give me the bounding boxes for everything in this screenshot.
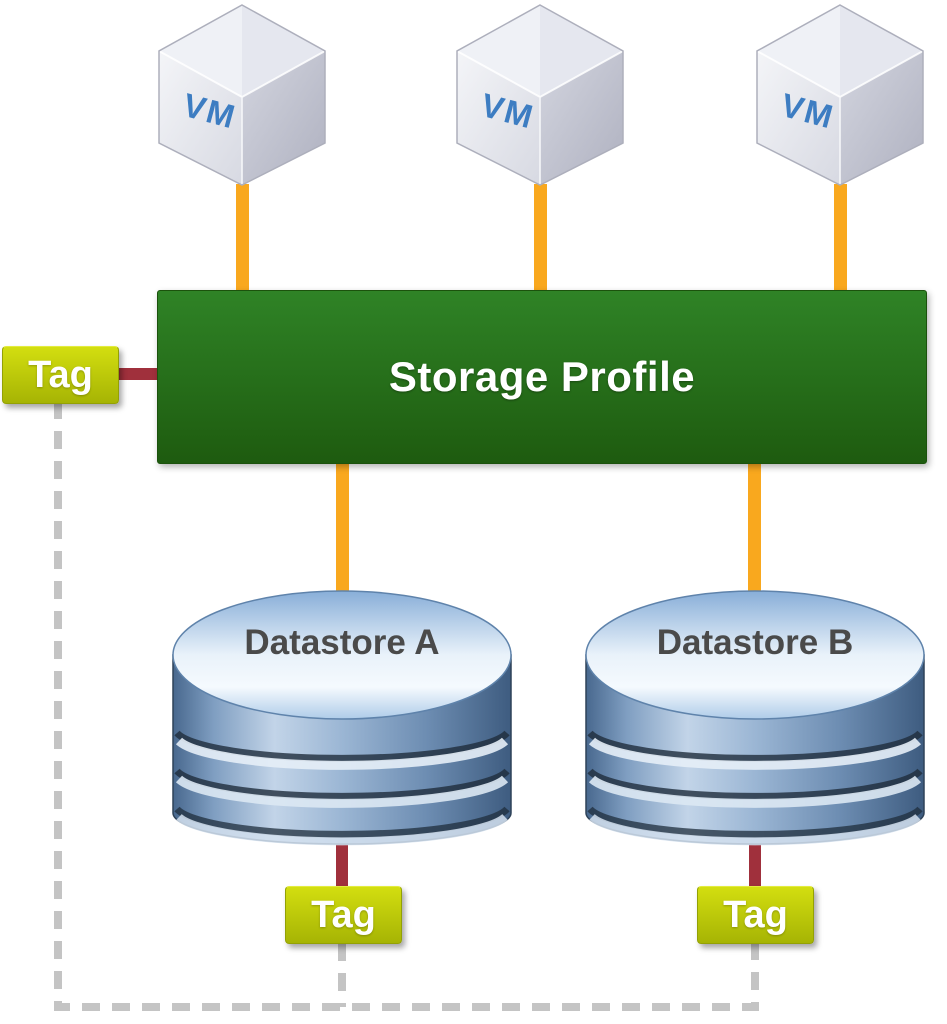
cube-right-face xyxy=(540,51,623,185)
cube-top-right-facet xyxy=(242,5,325,97)
cube-left-face xyxy=(757,51,840,185)
disk-rim-highlight xyxy=(588,775,922,808)
cube-top-left-facet xyxy=(757,5,840,97)
tag-label: Tag xyxy=(723,893,788,936)
disk-rim-highlight xyxy=(588,737,922,770)
connector-datastore-a-to-tag xyxy=(336,835,348,889)
cube-right-face xyxy=(840,51,923,185)
cube-top-right-facet xyxy=(840,5,923,97)
connector-profile-to-datastore-a xyxy=(336,455,349,595)
cube-left-face xyxy=(457,51,540,185)
cube-top-left-facet xyxy=(457,5,540,97)
cube-outline xyxy=(456,4,624,186)
disk-crevice xyxy=(587,806,923,838)
dashed-line-profile-tag-to-datastore-tags xyxy=(54,401,759,1011)
storage-profile-box: Storage Profile xyxy=(157,290,927,464)
datastore-a-label: Datastore A xyxy=(244,623,439,662)
storage-profile-label: Storage Profile xyxy=(388,353,696,400)
datastore-b-tag: Tag xyxy=(697,886,814,944)
disk-crevice xyxy=(174,768,510,800)
connector-datastore-b-to-tag xyxy=(749,835,761,889)
connector-vm3-to-profile xyxy=(834,184,847,292)
cube-left-face xyxy=(159,51,242,185)
tag-label: Tag xyxy=(311,893,376,936)
datastore-b-label: Datastore B xyxy=(657,623,853,662)
datastore-b-node: Datastore B xyxy=(585,590,925,846)
disk-top-face xyxy=(172,590,512,720)
disk-rim-highlight xyxy=(589,813,921,846)
disk-crevice xyxy=(587,768,923,800)
connector-vm2-to-profile xyxy=(534,184,547,292)
disk-crevice xyxy=(174,806,510,838)
datastore-a-node: Datastore A xyxy=(172,590,512,846)
datastore-a-tag: Tag xyxy=(285,886,402,944)
vm-node-3: VM xyxy=(756,4,924,186)
connector-profile-to-datastore-b xyxy=(748,455,761,595)
tag-label: Tag xyxy=(28,353,93,396)
storage-profile-tag: Tag xyxy=(2,346,119,404)
disk-rim-highlight xyxy=(175,737,509,770)
disk-top-face xyxy=(585,590,925,720)
disk-crevice xyxy=(587,730,923,762)
cube-outline xyxy=(158,4,326,186)
cube-right-face xyxy=(242,51,325,185)
cube-top-left-facet xyxy=(159,5,242,97)
disk-rim-highlight xyxy=(175,775,509,808)
vm-node-1: VM xyxy=(158,4,326,186)
disk-crevice xyxy=(174,730,510,762)
connector-vm1-to-profile xyxy=(236,184,249,292)
cube-outline xyxy=(756,4,924,186)
connector-tag-to-profile xyxy=(110,368,160,380)
vm-node-2: VM xyxy=(456,4,624,186)
disk-rim-highlight xyxy=(176,813,508,846)
cube-top-right-facet xyxy=(540,5,623,97)
